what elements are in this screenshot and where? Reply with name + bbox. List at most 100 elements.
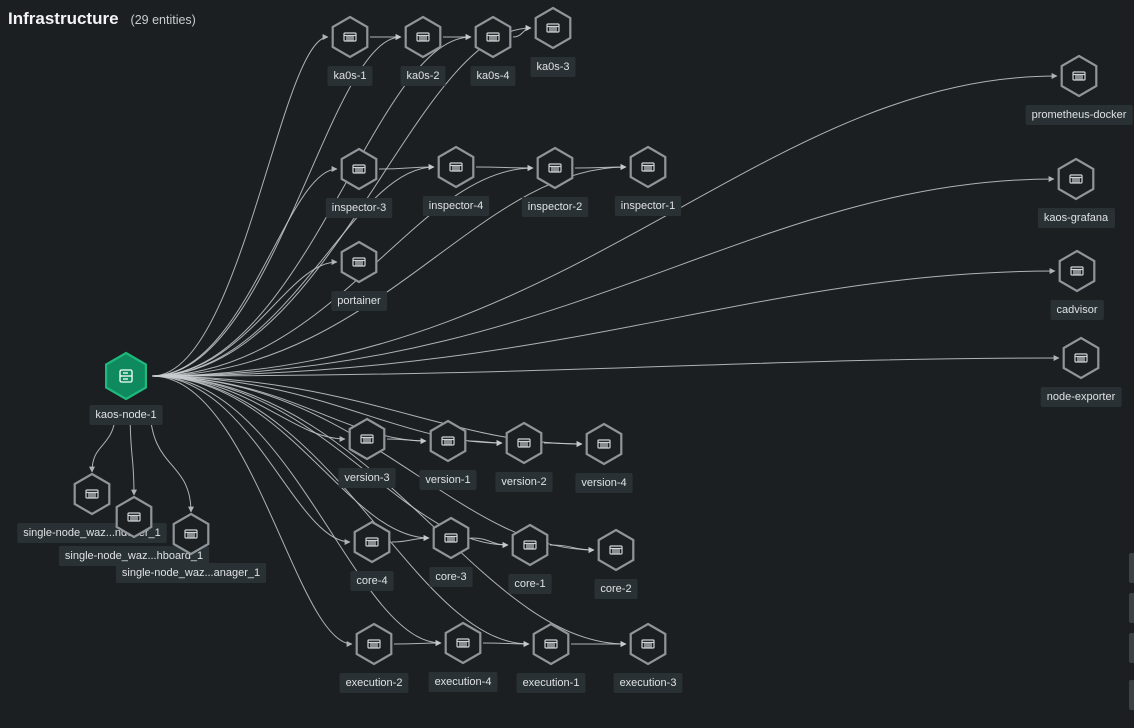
node-label: kaos-node-1 bbox=[95, 409, 156, 421]
node-hexagon-inner bbox=[177, 518, 205, 550]
container-icon bbox=[416, 32, 430, 42]
node-hexagon-inner bbox=[437, 522, 465, 554]
node-ka0s-1[interactable]: ka0s-1 bbox=[327, 15, 373, 86]
node-layer: ka0s-1 ka0s-2 ka0s-4 ka0s-3 prometheus-docke… bbox=[17, 6, 1133, 693]
edge-root-kaos-grafana bbox=[151, 176, 1055, 377]
node-ka0s-4[interactable]: ka0s-4 bbox=[470, 15, 516, 86]
edge-root-inspector-3 bbox=[151, 166, 338, 377]
node-label: execution-1 bbox=[523, 677, 580, 689]
edge-layer bbox=[89, 25, 1060, 647]
node-execution-2[interactable]: execution-2 bbox=[339, 622, 409, 693]
node-inspector-2[interactable]: inspector-2 bbox=[521, 146, 589, 217]
node-hexagon-inner bbox=[353, 423, 381, 455]
node-label: inspector-4 bbox=[429, 200, 483, 212]
node-hexagon-inner bbox=[602, 534, 630, 566]
node-hexagon-inner bbox=[541, 152, 569, 184]
node-label-background bbox=[1050, 300, 1104, 320]
node-label-background bbox=[89, 405, 163, 425]
container-icon bbox=[352, 257, 366, 267]
node-label-background bbox=[58, 546, 210, 566]
node-core-3[interactable]: core-3 bbox=[429, 516, 473, 587]
container-icon bbox=[641, 639, 655, 649]
node-cadvisor[interactable]: cadvisor bbox=[1050, 249, 1104, 320]
node-execution-4[interactable]: execution-4 bbox=[428, 621, 498, 692]
edge-root-core-4 bbox=[151, 375, 351, 545]
edge-inspector-2-inspector-1 bbox=[574, 164, 627, 171]
node-label: ka0s-1 bbox=[333, 70, 366, 82]
node-label-background bbox=[419, 470, 477, 490]
edge-root-core-3 bbox=[151, 375, 430, 541]
edge-execution-2-execution-4 bbox=[393, 640, 442, 647]
node-wazuh-indexer[interactable]: single-node_waz...ndexer_1 bbox=[17, 472, 167, 543]
container-icon bbox=[85, 489, 99, 499]
node-hexagon-inner bbox=[510, 427, 538, 459]
node-label: portainer bbox=[337, 295, 381, 307]
side-panel-tab[interactable] bbox=[1129, 553, 1134, 583]
container-icon bbox=[441, 436, 455, 446]
node-label-background bbox=[594, 579, 638, 599]
node-label-background bbox=[516, 673, 586, 693]
node-label-background bbox=[428, 672, 498, 692]
node-kaos-node-1[interactable]: kaos-node-1 bbox=[89, 351, 163, 425]
node-label: version-2 bbox=[501, 476, 546, 488]
node-version-3[interactable]: version-3 bbox=[338, 417, 396, 488]
edge-root-portainer bbox=[151, 259, 338, 377]
node-ka0s-2[interactable]: ka0s-2 bbox=[400, 15, 446, 86]
edge-execution-4-execution-1 bbox=[482, 640, 530, 647]
edge-core-4-core-3 bbox=[391, 535, 430, 543]
node-label: inspector-2 bbox=[528, 201, 582, 213]
node-hexagon-inner bbox=[1062, 163, 1090, 195]
node-portainer[interactable]: portainer bbox=[331, 240, 388, 311]
side-panel-tab[interactable] bbox=[1129, 680, 1134, 710]
node-label: inspector-3 bbox=[332, 202, 386, 214]
edge-root-ka0s-2 bbox=[151, 34, 402, 377]
node-wazuh-manager[interactable]: single-node_waz...anager_1 bbox=[115, 512, 267, 583]
node-hexagon-inner bbox=[78, 478, 106, 510]
node-label: ka0s-3 bbox=[536, 61, 569, 73]
node-label-background bbox=[400, 66, 446, 86]
container-icon bbox=[546, 23, 560, 33]
node-version-1[interactable]: version-1 bbox=[419, 419, 477, 490]
node-core-2[interactable]: core-2 bbox=[594, 528, 638, 599]
edge-root-execution-4 bbox=[151, 375, 442, 646]
node-label: cadvisor bbox=[1057, 304, 1098, 316]
container-icon bbox=[127, 512, 141, 522]
node-label-background bbox=[350, 571, 394, 591]
node-label: execution-3 bbox=[620, 677, 677, 689]
edge-inspector-4-inspector-2 bbox=[475, 164, 534, 171]
container-icon bbox=[597, 439, 611, 449]
edge-root-node-exporter bbox=[151, 355, 1060, 377]
edge-root-execution-3 bbox=[151, 375, 627, 647]
node-wazuh-dashboard[interactable]: single-node_waz...hboard_1 bbox=[58, 495, 210, 566]
node-label: inspector-1 bbox=[621, 200, 675, 212]
node-label-background bbox=[325, 198, 393, 218]
node-inspector-4[interactable]: inspector-4 bbox=[422, 145, 490, 216]
server-icon bbox=[119, 369, 133, 383]
node-version-4[interactable]: version-4 bbox=[575, 422, 633, 493]
node-prometheus-docker[interactable]: prometheus-docker bbox=[1025, 54, 1133, 125]
node-execution-1[interactable]: execution-1 bbox=[516, 622, 586, 693]
node-inspector-3[interactable]: inspector-3 bbox=[325, 147, 393, 218]
node-label: core-3 bbox=[435, 571, 466, 583]
node-label: execution-2 bbox=[346, 677, 403, 689]
node-version-2[interactable]: version-2 bbox=[495, 421, 553, 492]
node-ka0s-3[interactable]: ka0s-3 bbox=[530, 6, 576, 77]
side-panel-tab[interactable] bbox=[1129, 593, 1134, 623]
container-icon bbox=[184, 529, 198, 539]
container-icon bbox=[367, 639, 381, 649]
node-label-background bbox=[614, 196, 682, 216]
node-node-exporter[interactable]: node-exporter bbox=[1040, 336, 1122, 407]
node-label-background bbox=[1040, 387, 1122, 407]
node-label: core-4 bbox=[356, 575, 387, 587]
node-inspector-1[interactable]: inspector-1 bbox=[614, 145, 682, 216]
side-panel-tab[interactable] bbox=[1129, 633, 1134, 663]
edge-version-1-version-2 bbox=[467, 439, 503, 446]
node-hexagon-inner bbox=[434, 425, 462, 457]
node-core-1[interactable]: core-1 bbox=[508, 523, 552, 594]
node-execution-3[interactable]: execution-3 bbox=[613, 622, 683, 693]
edge-root-wazuh-manager bbox=[149, 405, 194, 513]
node-label-background bbox=[495, 472, 553, 492]
node-core-4[interactable]: core-4 bbox=[350, 520, 394, 591]
node-kaos-grafana[interactable]: kaos-grafana bbox=[1037, 157, 1115, 228]
